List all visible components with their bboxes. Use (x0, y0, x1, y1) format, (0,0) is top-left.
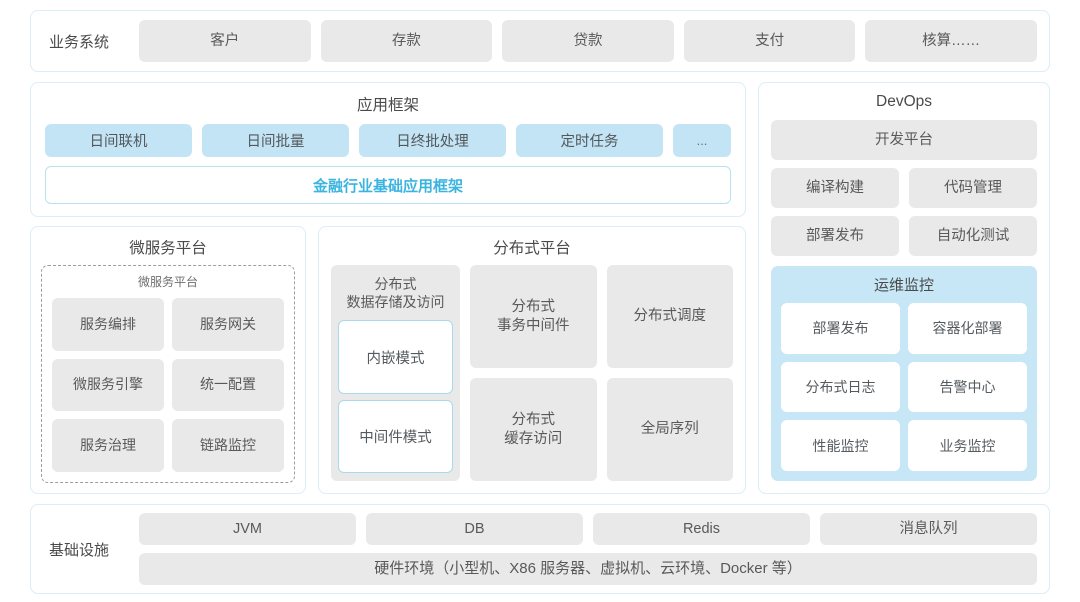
ops-chip-alert-center[interactable]: 告警中心 (908, 361, 1027, 413)
business-system-chip-deposit[interactable]: 存款 (320, 20, 493, 62)
ops-monitoring-group: 运维监控 部署发布 容器化部署 分布式日志 告警中心 性能监控 业务监控 (771, 266, 1037, 481)
application-framework-chips: 日间联机 日间批量 日终批处理 定时任务 ... (45, 124, 731, 157)
devops-column: DevOps 开发平台 编译构建 代码管理 部署发布 自动化测试 运维监控 部署… (758, 82, 1050, 494)
microservice-platform-panel: 微服务平台 微服务平台 服务编排 服务网关 微服务引擎 统一配置 服务治理 链路… (30, 226, 306, 494)
app-framework-chip-scheduled-task[interactable]: 定时任务 (516, 124, 663, 157)
business-system-chip-customer[interactable]: 客户 (139, 20, 311, 62)
distributed-chip-scheduling[interactable]: 分布式调度 (606, 265, 733, 368)
distributed-platform-grid: 分布式 数据存储及访问 内嵌模式 中间件模式 分布式 事务中间件 分布式调度 分… (331, 265, 733, 481)
infrastructure-label: 基础设施 (49, 541, 110, 559)
ops-monitoring-grid: 部署发布 容器化部署 分布式日志 告警中心 性能监控 业务监控 (781, 303, 1027, 471)
infrastructure-chips: JVM DB Redis 消息队列 (139, 513, 1037, 545)
distributed-chip-transaction-middleware[interactable]: 分布式 事务中间件 (470, 265, 597, 368)
app-framework-chip-more[interactable]: ... (673, 124, 731, 157)
devops-chip-automated-testing[interactable]: 自动化测试 (909, 216, 1037, 256)
distributed-platform-title: 分布式平台 (493, 240, 571, 257)
middle-left-column: 应用框架 日间联机 日间批量 日终批处理 定时任务 ... 金融行业基础应用框架… (30, 82, 746, 494)
microservice-chip-trace-monitoring[interactable]: 链路监控 (172, 419, 284, 472)
ops-monitoring-title: 运维监控 (873, 277, 934, 294)
microservice-chip-microservice-engine[interactable]: 微服务引擎 (52, 358, 164, 412)
business-systems-panel: 业务系统 客户 存款 贷款 支付 核算…… (30, 10, 1050, 72)
infrastructure-hardware-bar[interactable]: 硬件环境（小型机、X86 服务器、虚拟机、云环境、Docker 等） (139, 553, 1037, 585)
devops-chip-compile-build[interactable]: 编译构建 (771, 168, 899, 208)
business-systems-chips: 客户 存款 贷款 支付 核算…… (139, 20, 1037, 62)
microservice-platform-title: 微服务平台 (129, 240, 207, 257)
devops-panel: DevOps 开发平台 编译构建 代码管理 部署发布 自动化测试 运维监控 部署… (758, 82, 1050, 494)
devops-chip-deploy-release[interactable]: 部署发布 (771, 216, 899, 256)
infrastructure-chip-jvm[interactable]: JVM (139, 513, 356, 545)
application-framework-title: 应用框架 (356, 97, 419, 114)
microservice-chip-service-governance[interactable]: 服务治理 (52, 419, 164, 472)
storage-mode-embedded[interactable]: 内嵌模式 (338, 320, 454, 394)
infrastructure-chip-redis[interactable]: Redis (593, 513, 810, 545)
microservice-platform-inner-title: 微服务平台 (137, 275, 198, 289)
ops-chip-performance-monitoring[interactable]: 性能监控 (781, 420, 900, 471)
finance-base-framework-band: 金融行业基础应用框架 (45, 166, 731, 204)
business-system-chip-accounting[interactable]: 核算…… (865, 20, 1037, 62)
infrastructure-chip-db[interactable]: DB (366, 513, 583, 545)
infrastructure-chip-message-queue[interactable]: 消息队列 (820, 513, 1037, 545)
infrastructure-body: JVM DB Redis 消息队列 硬件环境（小型机、X86 服务器、虚拟机、云… (139, 513, 1037, 585)
ops-chip-deploy-release[interactable]: 部署发布 (781, 303, 900, 354)
application-framework-panel: 应用框架 日间联机 日间批量 日终批处理 定时任务 ... 金融行业基础应用框架 (30, 82, 746, 217)
app-framework-chip-daytime-batch[interactable]: 日间批量 (202, 124, 349, 157)
devops-pair-row-2: 部署发布 自动化测试 (771, 216, 1037, 256)
distributed-data-storage-group: 分布式 数据存储及访问 内嵌模式 中间件模式 (331, 265, 461, 481)
business-systems-label: 业务系统 (49, 33, 110, 51)
devops-pair-row-1: 编译构建 代码管理 (771, 168, 1037, 208)
microservice-chip-unified-config[interactable]: 统一配置 (172, 358, 284, 412)
ops-chip-business-monitoring[interactable]: 业务监控 (908, 420, 1027, 471)
app-framework-chip-eod-batch[interactable]: 日终批处理 (359, 124, 506, 157)
business-system-chip-loan[interactable]: 贷款 (502, 20, 674, 62)
middle-section: 应用框架 日间联机 日间批量 日终批处理 定时任务 ... 金融行业基础应用框架… (30, 82, 1050, 494)
distributed-data-storage-label: 分布式 数据存储及访问 (346, 276, 445, 311)
devops-chip-code-management[interactable]: 代码管理 (909, 168, 1037, 208)
distributed-platform-panel: 分布式平台 分布式 数据存储及访问 内嵌模式 中间件模式 分布式 事务中间件 分… (318, 226, 746, 494)
storage-mode-middleware[interactable]: 中间件模式 (338, 399, 454, 473)
infrastructure-panel: 基础设施 JVM DB Redis 消息队列 硬件环境（小型机、X86 服务器、… (30, 504, 1050, 594)
app-framework-chip-daytime-online[interactable]: 日间联机 (45, 124, 192, 157)
microservice-chip-service-orchestration[interactable]: 服务编排 (52, 298, 164, 351)
devops-title: DevOps (876, 93, 932, 110)
business-system-chip-payment[interactable]: 支付 (683, 20, 856, 62)
devops-chip-dev-platform[interactable]: 开发平台 (771, 120, 1037, 160)
ops-chip-containerized-deploy[interactable]: 容器化部署 (908, 303, 1027, 354)
distributed-chip-cache-access[interactable]: 分布式 缓存访问 (470, 378, 597, 481)
microservice-platform-inner-box: 微服务平台 服务编排 服务网关 微服务引擎 统一配置 服务治理 链路监控 (41, 265, 295, 483)
microservice-platform-grid: 服务编排 服务网关 微服务引擎 统一配置 服务治理 链路监控 (52, 298, 284, 472)
distributed-chip-global-sequence[interactable]: 全局序列 (606, 378, 733, 481)
platform-row: 微服务平台 微服务平台 服务编排 服务网关 微服务引擎 统一配置 服务治理 链路… (30, 226, 746, 494)
ops-chip-distributed-logging[interactable]: 分布式日志 (781, 361, 900, 413)
microservice-chip-service-gateway[interactable]: 服务网关 (172, 298, 284, 351)
